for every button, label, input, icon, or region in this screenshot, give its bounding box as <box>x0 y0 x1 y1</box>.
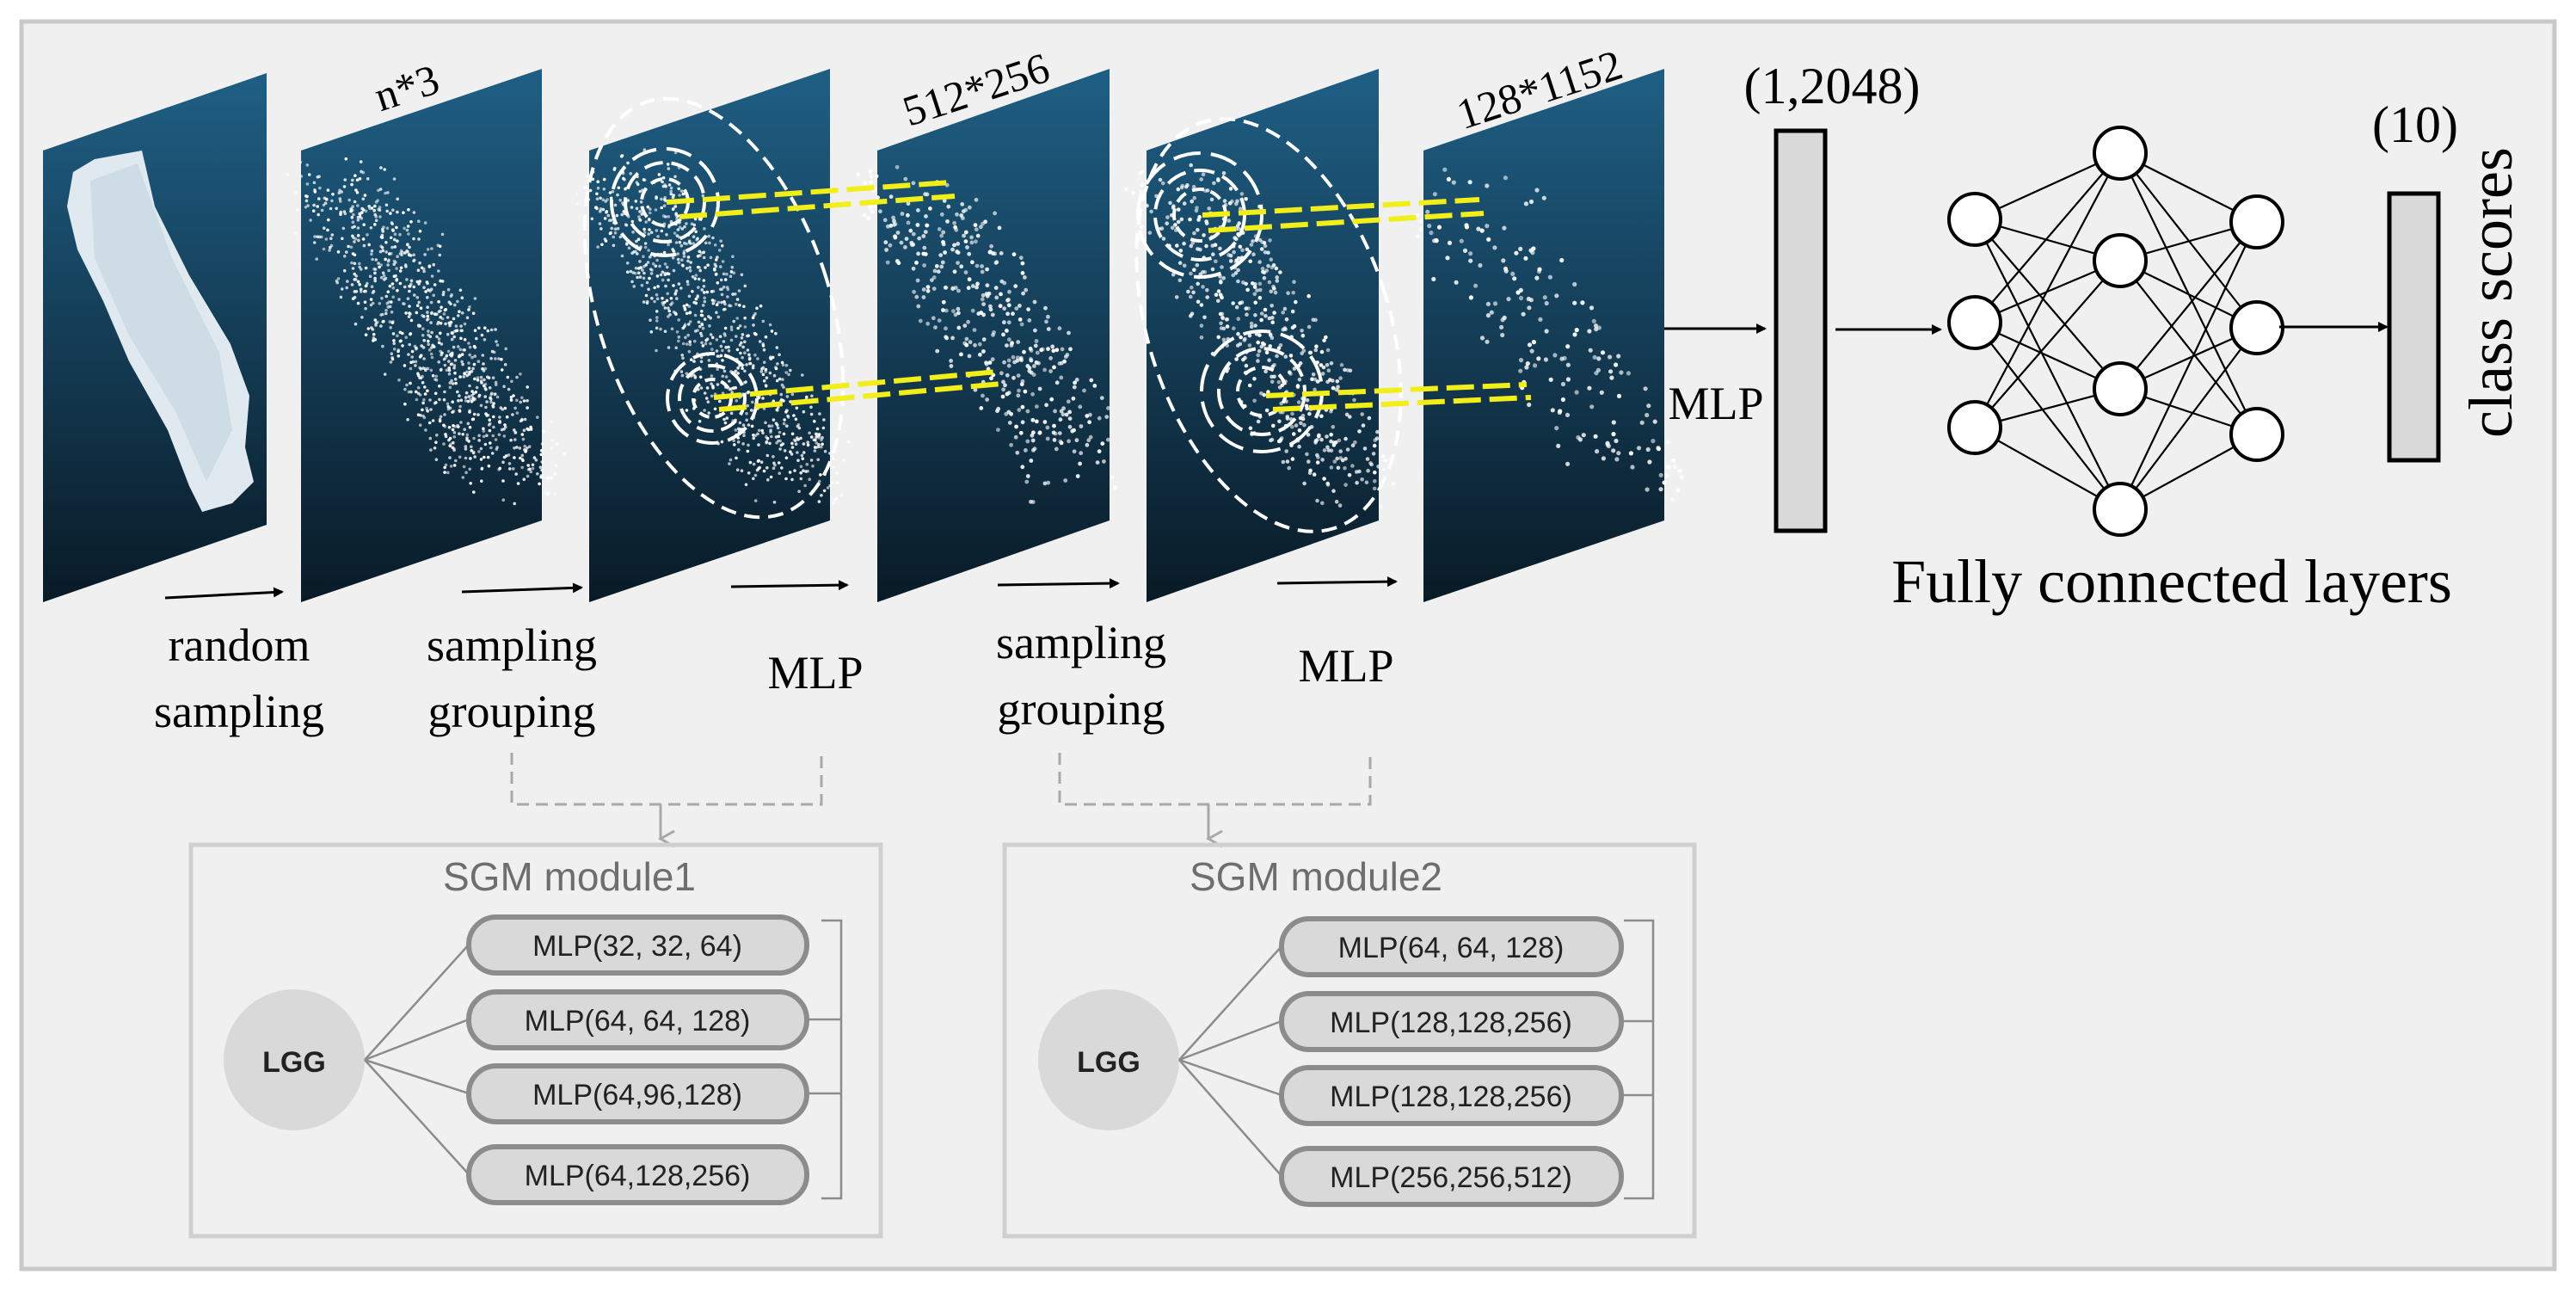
sgm-module-1: SGM module1 LGG MLP(32, 32, 64) MLP(64, … <box>188 842 883 1239</box>
grouping-region-2 <box>1134 117 1403 533</box>
mlp-branch-2: MLP(64, 64, 128) <box>466 989 809 1050</box>
mlp-branch-label: MLP(64, 64, 128) <box>525 1005 751 1037</box>
class-scores-label: class scores <box>2456 147 2525 438</box>
module-title: SGM module1 <box>443 854 696 899</box>
mlp-branch-4: MLP(64,128,256) <box>466 1144 809 1205</box>
mlp-branch-label: MLP(32, 32, 64) <box>532 930 742 963</box>
step-label-mlp-2: MLP <box>1298 640 1393 692</box>
lgg-label: LGG <box>1077 1046 1140 1079</box>
output-score-bar <box>2387 191 2441 463</box>
step-label-sampling-1: sampling <box>427 619 597 671</box>
module-connectors <box>510 753 1372 806</box>
step-label-mlp-global: MLP <box>1668 378 1763 429</box>
mlp-branch-label: MLP(128,128,256) <box>1330 1081 1572 1113</box>
module-title: SGM module2 <box>1190 854 1442 899</box>
fc-neuron <box>1947 400 2002 455</box>
point-cloud-sampled-2 <box>1415 167 1684 502</box>
mlp-branch-label: MLP(64,128,256) <box>525 1160 751 1192</box>
point-cloud-sampled-1 <box>856 164 1117 504</box>
panel-points-n3 <box>286 69 566 602</box>
mlp-branch-label: MLP(256,256,512) <box>1330 1161 1572 1194</box>
correspondence-links <box>666 180 1532 412</box>
fc-neuron <box>1947 192 2002 247</box>
step-arrows <box>164 576 1398 600</box>
mlp-branch-2: MLP(128,128,256) <box>1279 991 1624 1052</box>
branch-bracket <box>808 919 843 1200</box>
global-feature-bar <box>1774 128 1828 533</box>
panel-grouping-2 <box>1124 69 1403 602</box>
step-label-random: random <box>169 619 310 671</box>
mlp-branch-label: MLP(64,96,128) <box>532 1079 742 1111</box>
fc-neuron <box>2229 300 2284 355</box>
sgm-module-2: SGM module2 LGG MLP(64, 64, 128) MLP(128… <box>1002 842 1697 1239</box>
fc-neuron <box>2093 482 2148 537</box>
fc-neuron <box>2229 407 2284 462</box>
mlp-branch-1: MLP(32, 32, 64) <box>466 914 809 976</box>
grouping-region-1 <box>582 96 845 520</box>
panel-points-512x256 <box>856 69 1117 602</box>
fc-neuron <box>2093 126 2148 181</box>
lgg-branches <box>1178 945 1282 1177</box>
dim-label-global: (1,2048) <box>1744 58 1921 114</box>
lgg-branches <box>364 944 470 1175</box>
branch-bracket <box>1624 919 1655 1200</box>
mlp-branch-3: MLP(64,96,128) <box>466 1063 809 1124</box>
step-label-grouping-2: grouping <box>998 683 1165 735</box>
fc-neuron <box>2093 361 2148 416</box>
mlp-branch-1: MLP(64, 64, 128) <box>1279 916 1624 977</box>
lgg-node <box>224 989 365 1130</box>
step-label-mlp-1: MLP <box>767 647 863 699</box>
step-label-grouping-1: grouping <box>428 686 596 737</box>
lgg-label: LGG <box>262 1046 326 1079</box>
fc-layers-label: Fully connected layers <box>1891 547 2452 616</box>
mlp-branch-3: MLP(128,128,256) <box>1279 1065 1624 1126</box>
mlp-branch-label: MLP(64, 64, 128) <box>1338 932 1565 964</box>
dim-label-output: (10) <box>2372 96 2458 153</box>
lgg-node <box>1038 989 1179 1130</box>
mlp-branch-4: MLP(256,256,512) <box>1279 1146 1624 1207</box>
panel-points-128x1152 <box>1415 69 1684 602</box>
step-label-sampling-2: sampling <box>996 617 1166 668</box>
point-cloud-grouping-2 <box>1124 152 1396 508</box>
step-label-random-sampling: sampling <box>154 686 324 737</box>
mlp-branch-label: MLP(128,128,256) <box>1330 1007 1572 1039</box>
fc-neuron <box>2229 194 2284 249</box>
fully-connected-network <box>1947 126 2284 537</box>
point-cloud-dense <box>286 157 566 506</box>
fc-neuron <box>2093 233 2148 288</box>
fc-neuron <box>1947 295 2002 350</box>
panel-input-object <box>43 73 267 602</box>
